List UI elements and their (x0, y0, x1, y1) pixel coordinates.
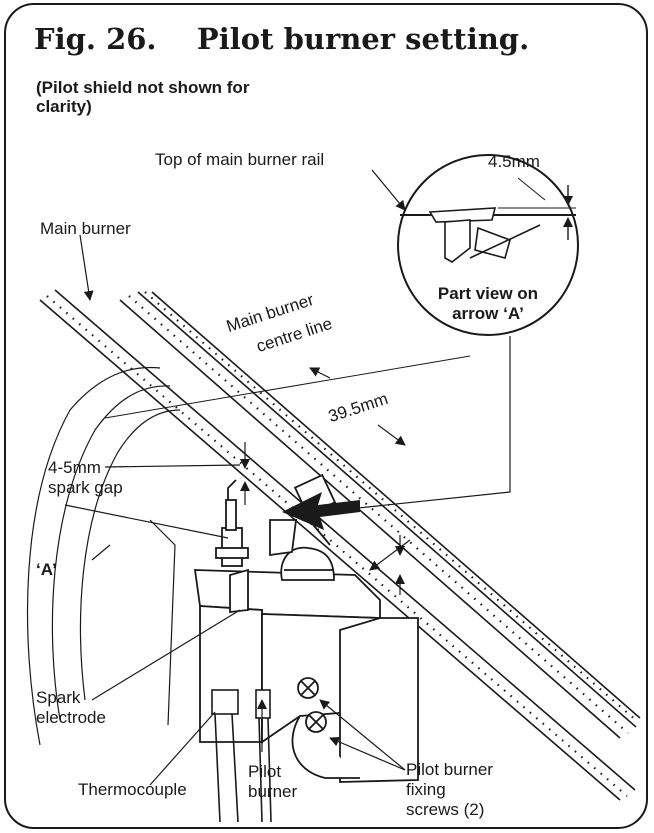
spark-electrode (215, 479, 249, 567)
burner-port-dots (46, 291, 639, 797)
fixing-screws (297, 677, 327, 733)
arrow-a-marker (282, 492, 360, 530)
fixing-screws-label-1: Pilot burner (406, 760, 493, 779)
centre-line (104, 355, 471, 419)
pilot-burner-label-1: Pilot (248, 762, 282, 781)
fixing-screws-label-2: fixing (406, 780, 446, 799)
thermocouple (211, 689, 239, 823)
spark-electrode-label-2: electrode (36, 708, 106, 727)
arrow-a-label: ‘A’ (36, 560, 57, 579)
pilot-pipe (255, 689, 272, 823)
spark-gap-label-2: spark gap (48, 478, 123, 497)
inset-caption-2: arrow ‘A’ (452, 304, 524, 323)
inset-view (397, 154, 579, 336)
spark-gap-label-1: 4-5mm (48, 458, 101, 477)
main-burner-label: Main burner (40, 219, 131, 238)
figure-note: (Pilot shield not shown for clarity) (36, 78, 250, 116)
burner-drum (26, 366, 181, 746)
main-burner-rails (39, 289, 641, 801)
leader-lines (64, 169, 511, 786)
figure-title: Fig. 26. Pilot burner setting. (34, 22, 530, 56)
pilot-hood (269, 473, 337, 581)
inset-dimension: 4.5mm (488, 152, 540, 171)
pilot-bracket (193, 568, 419, 783)
spark-electrode-label-1: Spark (36, 688, 81, 707)
thermocouple-label: Thermocouple (78, 780, 187, 799)
inset-caption-1: Part view on (437, 284, 539, 303)
rail-label: Top of main burner rail (155, 150, 325, 169)
pilot-burner-label-2: burner (248, 782, 298, 801)
fixing-screws-label-3: screws (2) (406, 800, 485, 819)
